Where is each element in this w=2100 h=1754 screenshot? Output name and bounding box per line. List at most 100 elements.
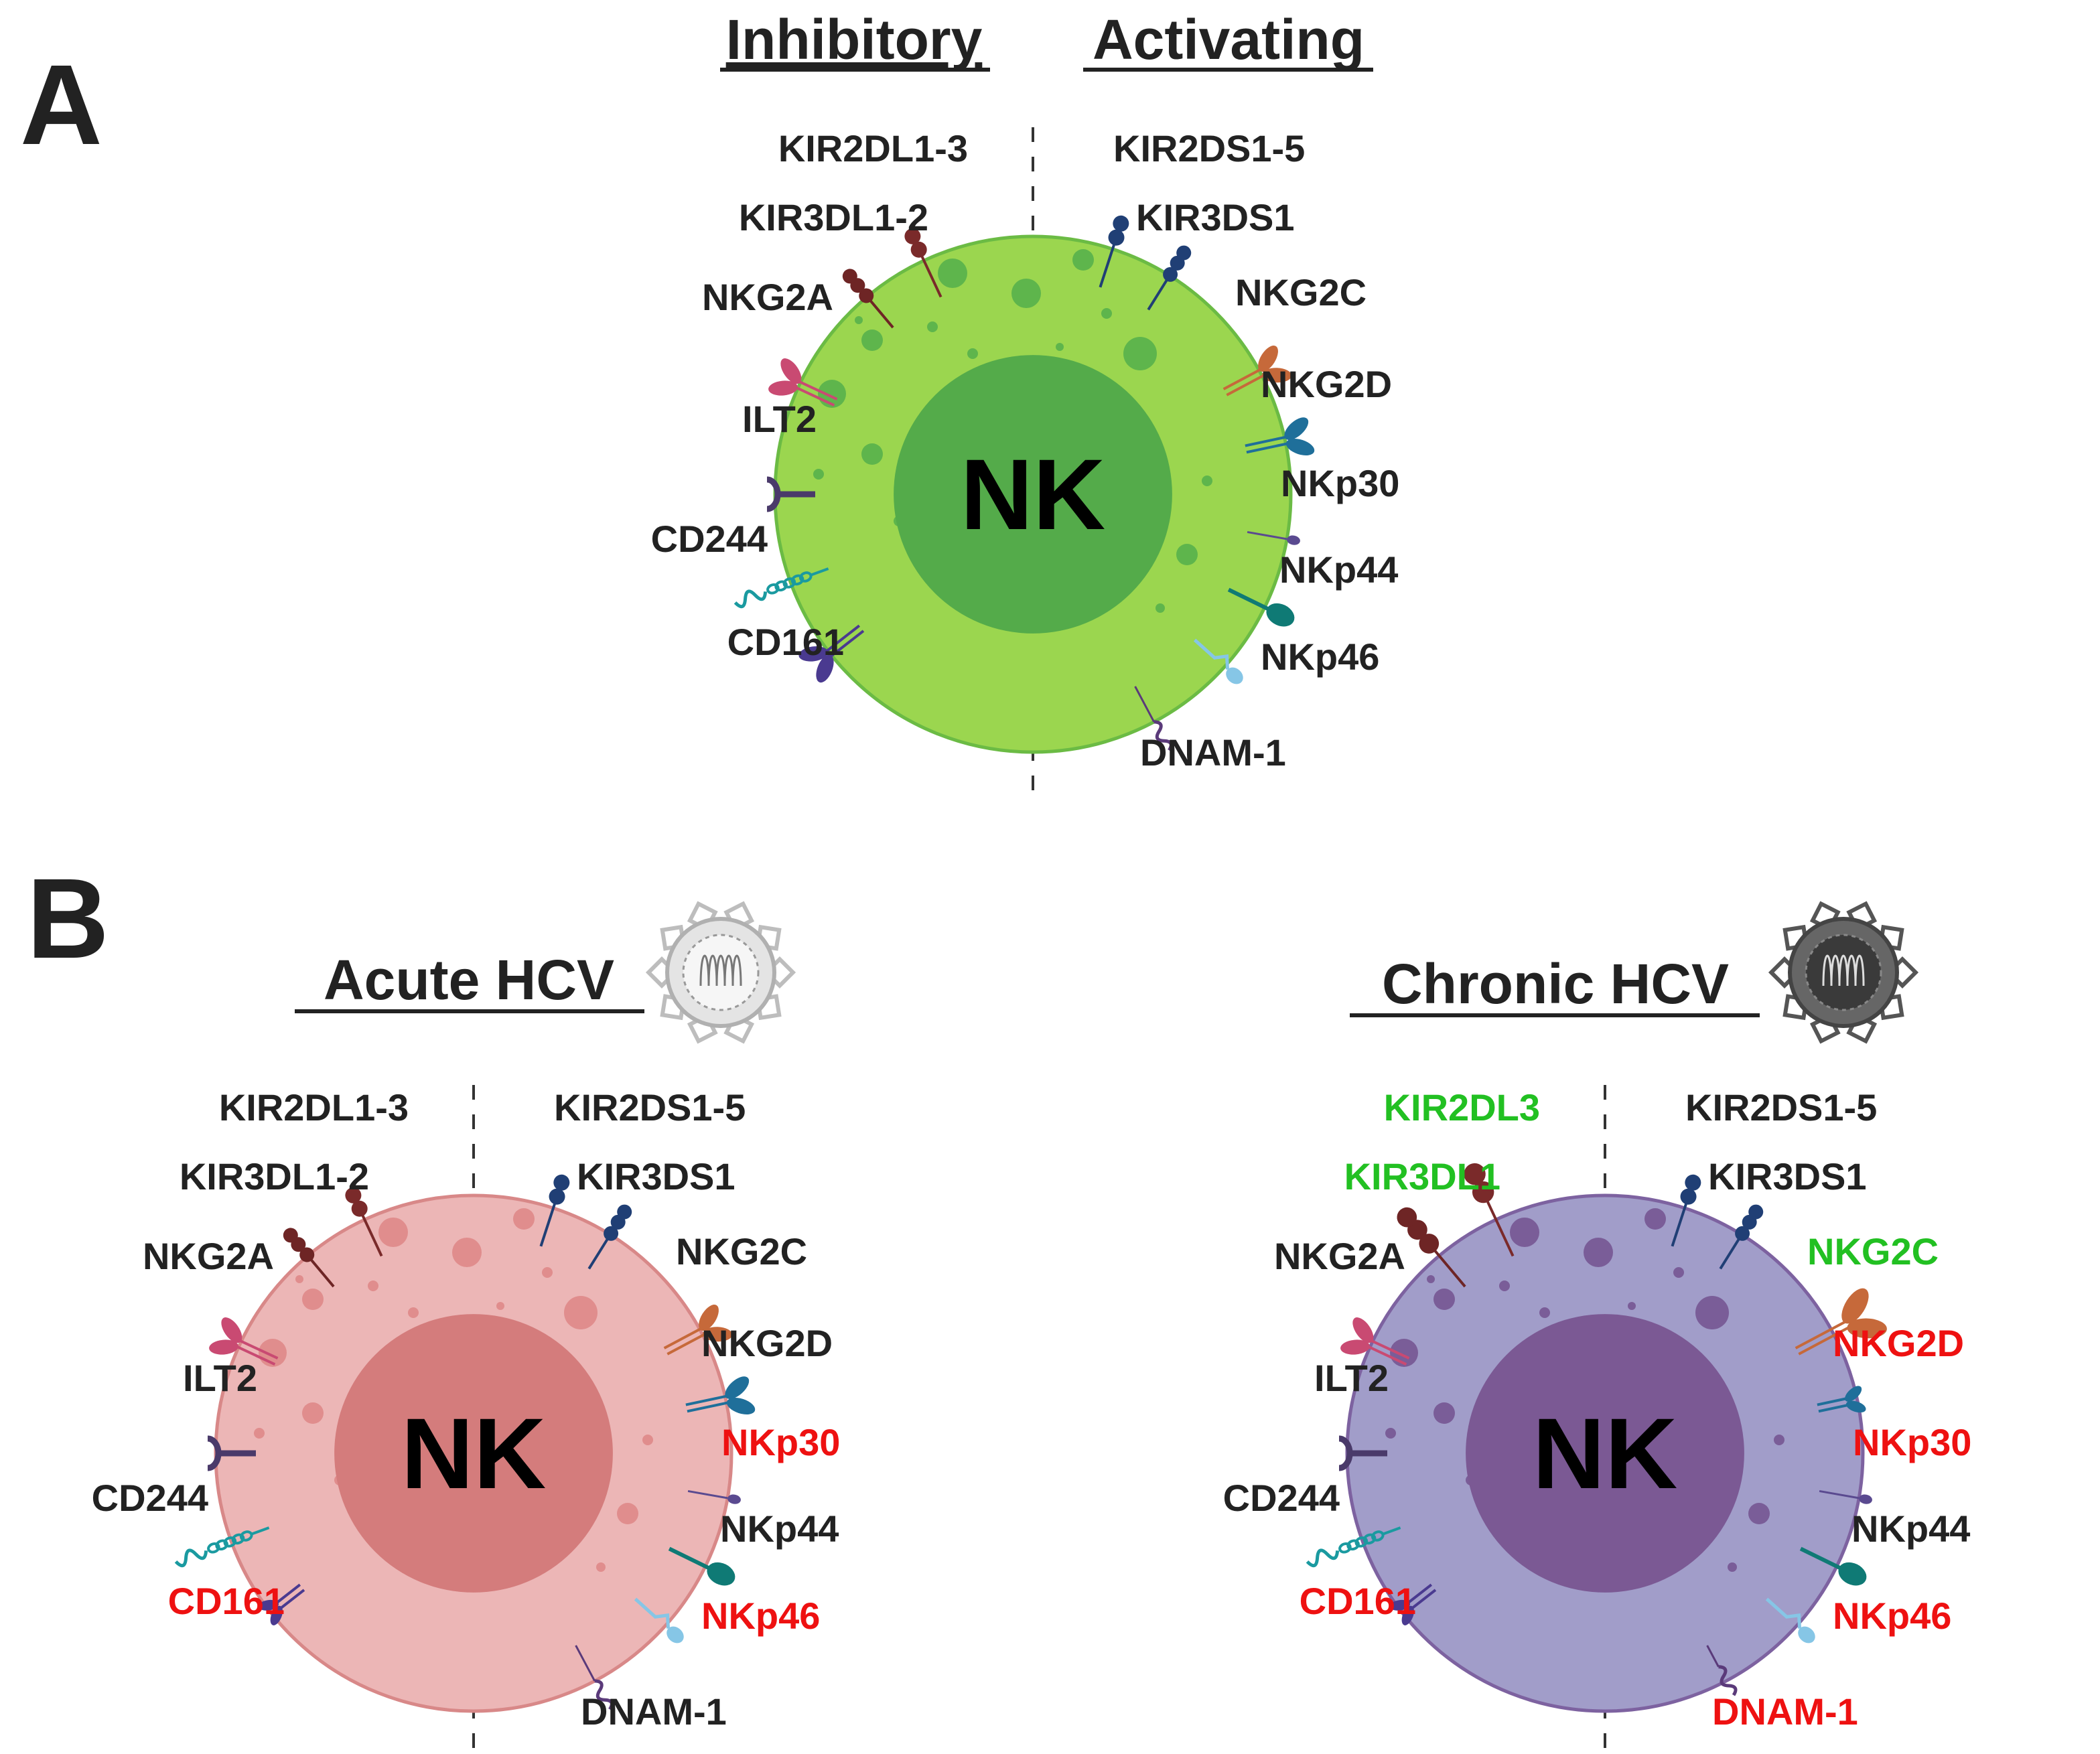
receptor-dnam-1-icon [575, 1645, 614, 1710]
vesicle [1385, 1428, 1396, 1439]
receptor-label-nkg2d: NKG2D [701, 1322, 833, 1364]
receptor-cd244-icon [733, 567, 829, 609]
receptor-nkg2c-icon [1222, 345, 1292, 396]
receptor-label-cd161: CD161 [727, 621, 844, 663]
vesicle [1728, 1562, 1737, 1572]
receptor-label-kir2dl1-3: KIR2DL1-3 [219, 1086, 409, 1128]
receptor-label-kir3ds1: KIR3DS1 [1136, 196, 1295, 238]
receptor-cd244-icon [174, 1526, 270, 1568]
vesicle [967, 348, 978, 359]
vesicle [1156, 603, 1165, 613]
receptor-kir3ds1-icon [587, 1204, 632, 1270]
vesicle [254, 1428, 265, 1439]
receptor-nkp30-icon [687, 1489, 741, 1504]
receptor-label-ilt2: ILT2 [183, 1357, 257, 1399]
receptor-nkg2d-icon [685, 1376, 756, 1414]
receptor-label-nkp46: NKp46 [701, 1595, 820, 1637]
vesicle [1539, 1307, 1550, 1318]
receptor-nkg2c-icon [663, 1304, 733, 1356]
panel-a: A Inhibitory Activating NKKIR2DL1-3KIR3D… [20, 8, 1399, 790]
vesicle [452, 1238, 482, 1267]
receptor-dnam-1-icon [1134, 686, 1173, 751]
receptor-nkg2d-icon [1245, 417, 1315, 455]
receptor-label-kir2ds1-5: KIR2DS1-5 [1113, 127, 1305, 169]
vesicle [596, 1562, 606, 1572]
nk-cell-chronic: NKKIR2DL3KIR3DL1NKG2AILT2CD244CD161KIR2D… [1223, 1086, 1972, 1733]
nk-label: NK [961, 438, 1106, 551]
nk-cell-acute: NKKIR2DL1-3KIR3DL1-2NKG2AILT2CD244CD161K… [92, 1086, 841, 1733]
nk-label: NK [1533, 1397, 1678, 1510]
receptor-label-kir3dl1: KIR3DL1 [1344, 1155, 1500, 1197]
virus-icon [645, 901, 796, 1044]
vesicle [1072, 249, 1094, 271]
vesicle [408, 1307, 419, 1318]
receptor-nkp30-icon [1819, 1489, 1872, 1504]
receptor-dnam-1-icon [1706, 1645, 1738, 1696]
receptor-ilt2-icon [1338, 1435, 1387, 1471]
vesicle [1427, 1275, 1435, 1283]
receptor-nkg2a-icon [209, 1317, 279, 1366]
cell-nucleus [334, 1314, 613, 1593]
vesicle [513, 1208, 535, 1230]
receptor-ilt2-icon [766, 476, 815, 512]
receptor-label-nkg2a: NKG2A [702, 276, 833, 318]
receptor-nkg2a-icon [768, 358, 838, 407]
panel-a-letter: A [20, 42, 102, 169]
vesicle [1628, 1302, 1636, 1310]
vesicle [1510, 1218, 1539, 1247]
receptor-label-kir3dl1-2: KIR3DL1-2 [180, 1155, 369, 1197]
vesicle [368, 1281, 378, 1291]
receptor-cd244-icon [1306, 1526, 1401, 1568]
receptor-label-kir2ds1-5: KIR2DS1-5 [554, 1086, 746, 1128]
receptor-label-dnam-1: DNAM-1 [1712, 1690, 1858, 1733]
vesicle [1123, 337, 1157, 370]
receptor-label-dnam-1: DNAM-1 [1140, 731, 1286, 774]
vesicle [1056, 343, 1064, 351]
receptor-label-cd244: CD244 [651, 518, 768, 560]
receptor-cd161-icon [798, 624, 865, 683]
acute-hcv-title: Acute HCV [324, 948, 614, 1011]
virus-icon [1768, 901, 1919, 1044]
chronic-hcv-title: Chronic HCV [1382, 952, 1729, 1015]
receptor-label-kir3ds1: KIR3DS1 [1708, 1155, 1867, 1197]
vesicle [496, 1302, 504, 1310]
vesicle [861, 330, 883, 351]
receptor-label-ilt2: ILT2 [742, 398, 817, 440]
receptor-label-nkp44: NKp44 [1279, 549, 1398, 591]
receptor-label-nkp44: NKp44 [720, 1508, 839, 1550]
receptor-label-kir3ds1: KIR3DS1 [577, 1155, 736, 1197]
vesicle [295, 1275, 303, 1283]
receptor-label-cd161: CD161 [1300, 1580, 1416, 1622]
activating-header: Activating [1093, 8, 1364, 71]
vesicle [302, 1289, 324, 1310]
receptor-kir2dl3-icon [1464, 1163, 1515, 1257]
receptor-kir3ds1-icon [1147, 245, 1192, 311]
vesicle [1101, 308, 1112, 319]
receptor-nkg2c-icon [1795, 1288, 1887, 1356]
vesicle [813, 469, 824, 480]
receptor-label-kir2dl1-3: KIR2DL1-3 [778, 127, 968, 169]
receptor-label-nkp30: NKp30 [1281, 462, 1399, 504]
receptor-nkp30-icon [1247, 530, 1300, 545]
nk-label: NK [401, 1397, 547, 1510]
cell-nucleus [1466, 1314, 1744, 1593]
vesicle [1202, 476, 1212, 486]
receptor-kir3dl1-2-icon [283, 1228, 335, 1288]
vesicle [542, 1267, 553, 1278]
receptor-nkp44-icon [668, 1546, 736, 1586]
receptor-label-kir2dl3: KIR2DL3 [1384, 1086, 1540, 1128]
receptor-kir3dl1-icon [1397, 1207, 1466, 1288]
receptor-kir3dl1-2-icon [842, 269, 894, 329]
vesicle [1774, 1435, 1784, 1445]
vesicle [1644, 1208, 1666, 1230]
receptor-label-nkg2a: NKG2A [1274, 1235, 1405, 1277]
vesicle [1584, 1238, 1613, 1267]
vesicle [1673, 1267, 1684, 1278]
vesicle [617, 1503, 638, 1524]
receptor-nkg2a-icon [1340, 1317, 1410, 1366]
receptor-label-nkg2c: NKG2C [676, 1230, 807, 1272]
receptor-label-nkg2c: NKG2C [1235, 271, 1367, 313]
receptor-kir2dl1-3-icon [345, 1187, 383, 1257]
vesicle [1433, 1402, 1455, 1424]
